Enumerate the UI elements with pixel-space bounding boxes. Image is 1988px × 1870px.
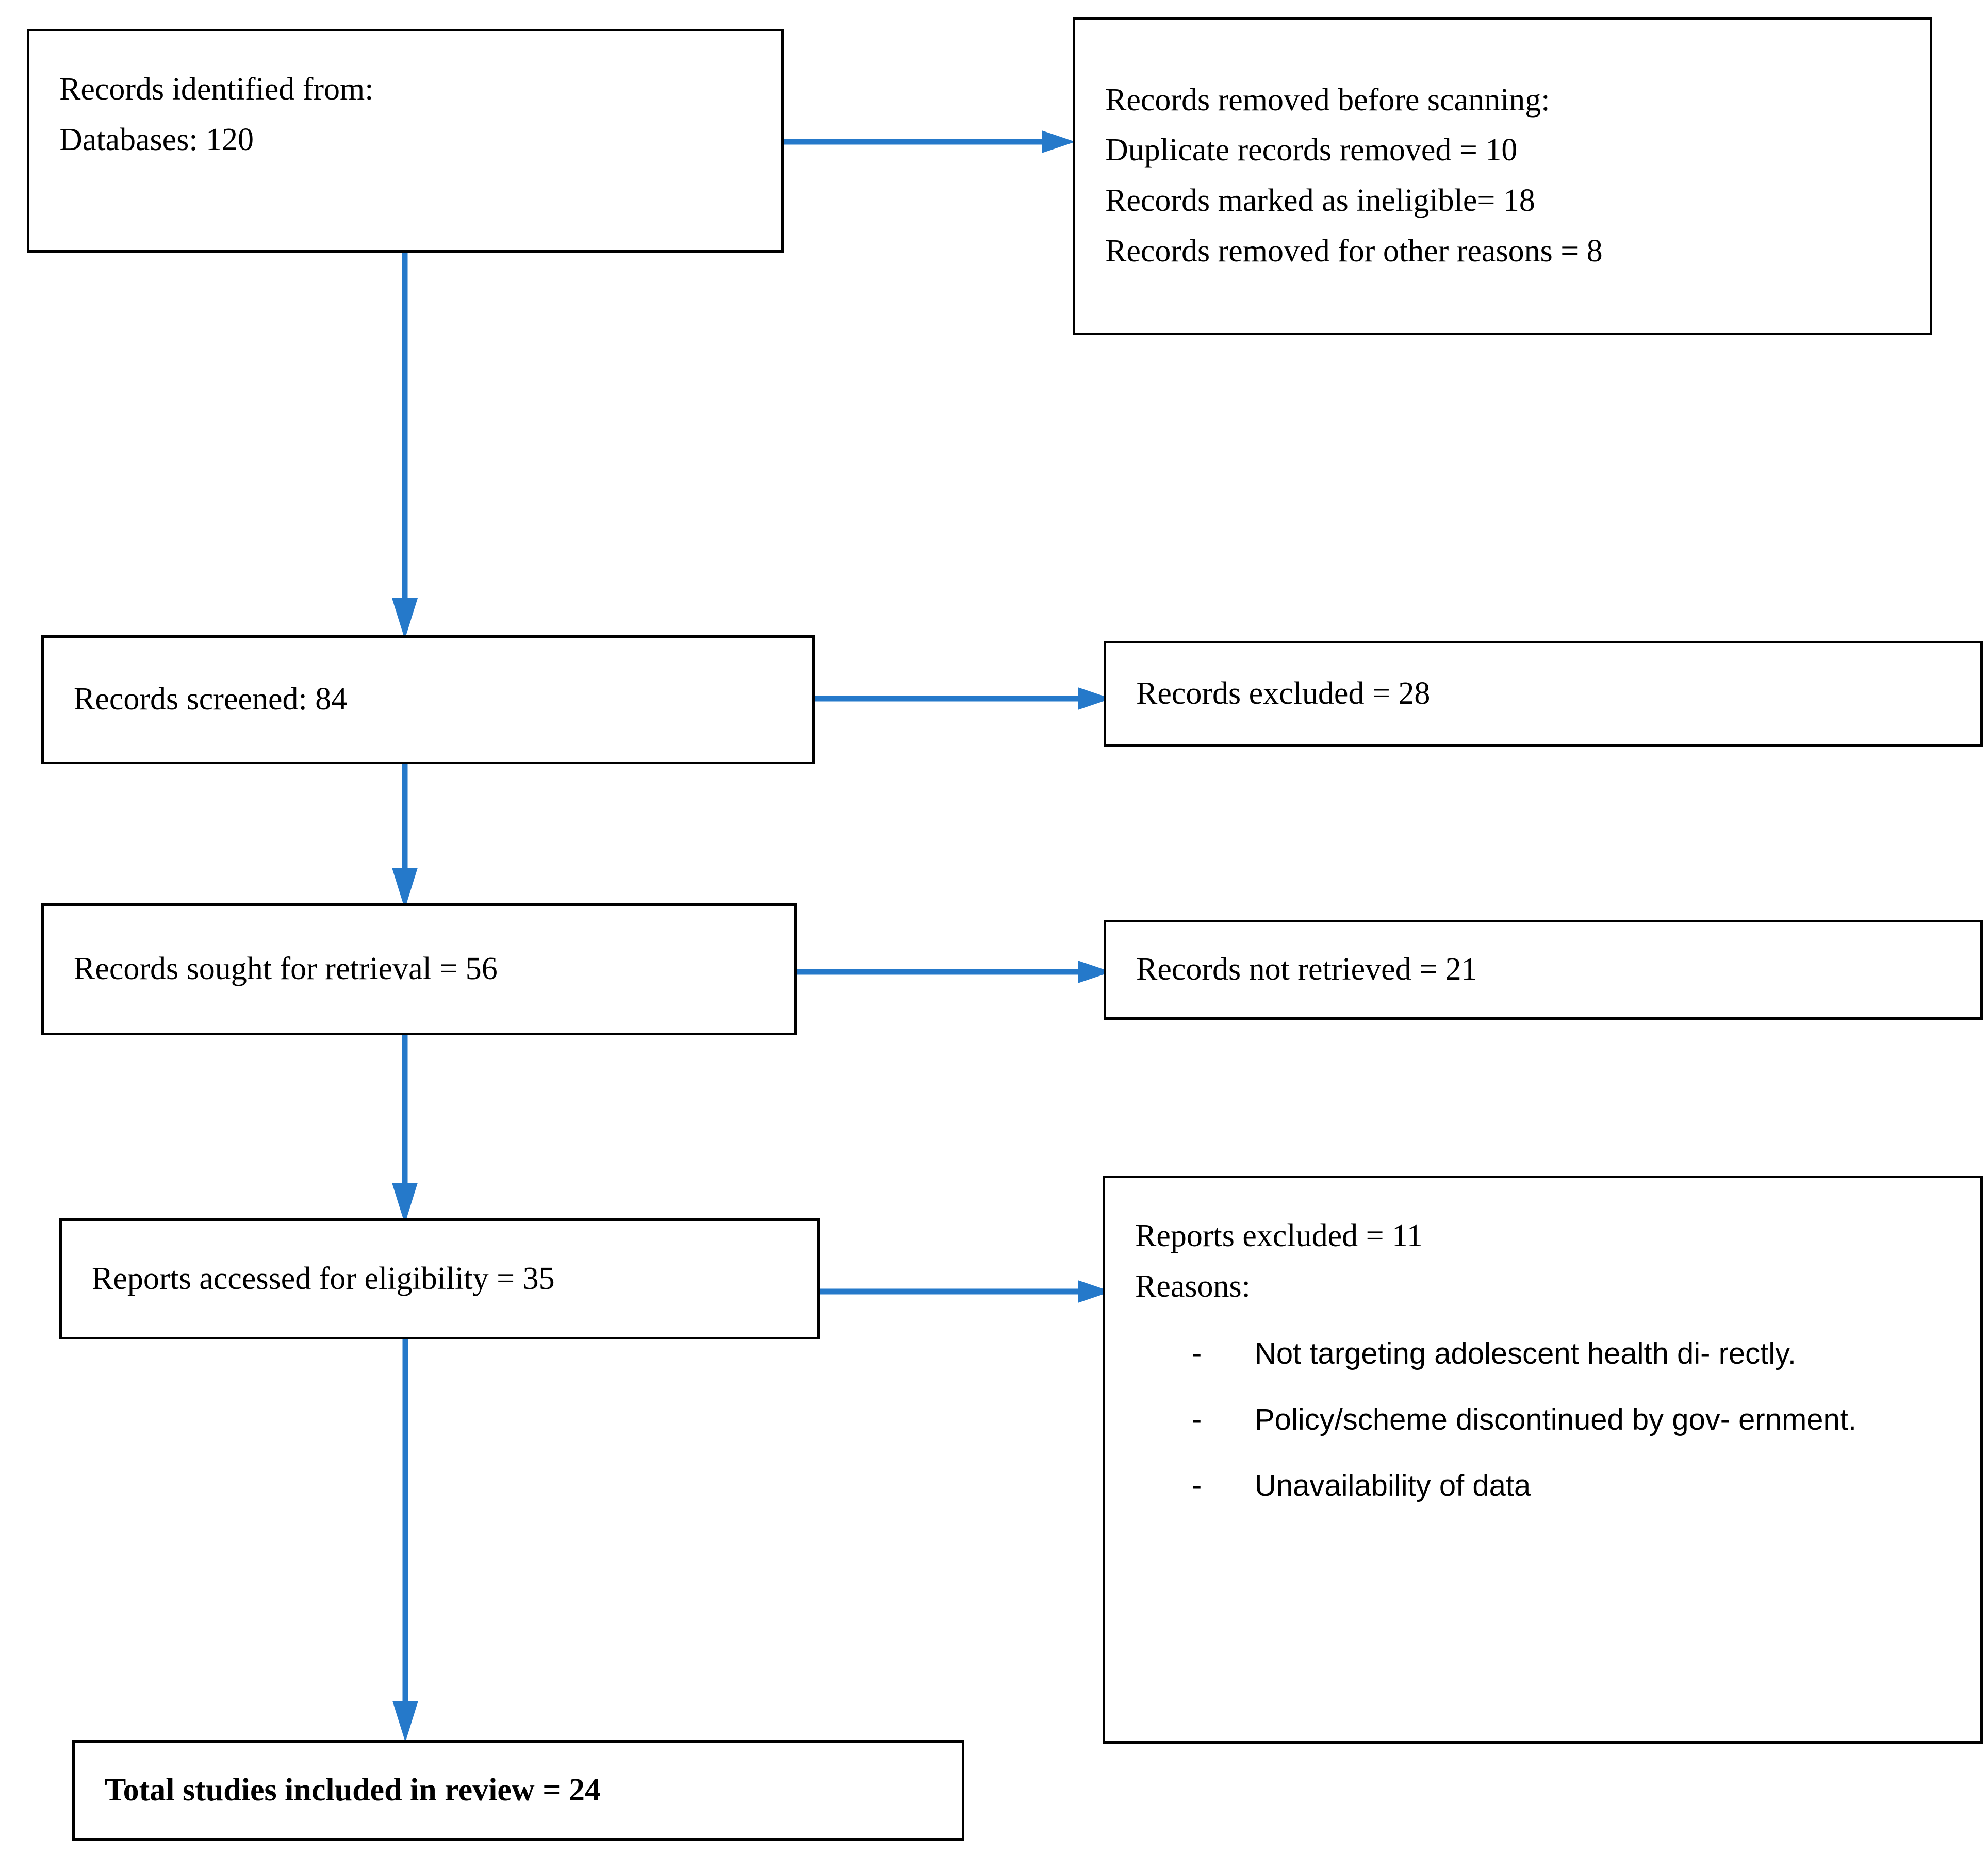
node-total-studies-included: Total studies included in review = 24 xyxy=(72,1740,964,1841)
list-item: - Policy/scheme discontinued by gov- ernm… xyxy=(1135,1396,1950,1444)
node-total-studies-body: Total studies included in review = 24 xyxy=(75,1765,962,1816)
node-records-sought-for-retrieval: Records sought for retrieval = 56 xyxy=(41,903,797,1035)
connector-sought-to-assessed xyxy=(371,1033,438,1227)
node-records-removed-before-screening: Records removed before scanning: Duplica… xyxy=(1073,17,1932,335)
bullet-dash-icon: - xyxy=(1192,1468,1202,1502)
reports-excluded-line-2: Reasons: xyxy=(1135,1268,1251,1304)
reason-text: Policy/scheme discontinued by gov- ernme… xyxy=(1255,1402,1857,1436)
reports-excluded-reason-list: - Not targeting adolescent health di- rec… xyxy=(1135,1330,1950,1510)
records-excluded-line-1: Records excluded = 28 xyxy=(1136,675,1431,711)
node-reports-excluded: Reports excluded = 11 Reasons: - Not targ… xyxy=(1103,1176,1983,1744)
node-reports-accessed-for-eligibility: Reports accessed for eligibility = 35 xyxy=(59,1218,820,1339)
reason-text: Unavailability of data xyxy=(1255,1468,1531,1502)
records-sought-line-1: Records sought for retrieval = 56 xyxy=(74,951,498,987)
node-reports-accessed-body: Reports accessed for eligibility = 35 xyxy=(62,1254,817,1304)
node-records-excluded-body: Records excluded = 28 xyxy=(1106,669,1980,719)
connector-identified-to-screened xyxy=(371,250,438,642)
connector-sought-to-not-retrieved xyxy=(794,956,1116,987)
node-records-identified: Records identified from: Databases: 120 xyxy=(27,29,784,253)
node-records-removed-body: Records removed before scanning: Duplica… xyxy=(1075,75,1930,277)
total-studies-line-1: Total studies included in review = 24 xyxy=(105,1772,601,1808)
node-reports-excluded-body: Reports excluded = 11 Reasons: - Not targ… xyxy=(1105,1178,1980,1510)
list-item: - Not targeting adolescent health di- rec… xyxy=(1135,1330,1950,1378)
records-removed-line-2: Duplicate records removed = 10 xyxy=(1105,133,1518,168)
node-records-not-retrieved: Records not retrieved = 21 xyxy=(1104,920,1983,1020)
node-records-screened: Records screened: 84 xyxy=(41,635,815,764)
records-identified-line-2: Databases: 120 xyxy=(59,122,254,157)
node-records-not-retrieved-body: Records not retrieved = 21 xyxy=(1106,945,1980,995)
connector-screened-to-sought xyxy=(371,762,438,912)
connector-screened-to-excluded xyxy=(812,683,1116,714)
reports-excluded-line-1: Reports excluded = 11 xyxy=(1135,1218,1423,1253)
bullet-dash-icon: - xyxy=(1192,1402,1202,1436)
node-records-screened-body: Records screened: 84 xyxy=(44,674,812,725)
records-screened-line-1: Records screened: 84 xyxy=(74,682,348,717)
bullet-dash-icon: - xyxy=(1192,1336,1202,1370)
connector-assessed-to-included xyxy=(381,1337,448,1747)
reports-accessed-line-1: Reports accessed for eligibility = 35 xyxy=(92,1261,555,1296)
records-identified-line-1: Records identified from: xyxy=(59,72,374,107)
node-records-sought-body: Records sought for retrieval = 56 xyxy=(44,944,794,995)
records-removed-line-1: Records removed before scanning: xyxy=(1105,82,1550,118)
connector-identified-to-removed xyxy=(781,126,1080,157)
connector-assessed-to-reports-excluded xyxy=(817,1276,1116,1307)
node-records-identified-body: Records identified from: Databases: 120 xyxy=(29,31,781,166)
records-not-retrieved-line-1: Records not retrieved = 21 xyxy=(1136,952,1477,987)
node-records-excluded: Records excluded = 28 xyxy=(1104,641,1983,747)
records-removed-line-4: Records removed for other reasons = 8 xyxy=(1105,234,1603,269)
records-removed-line-3: Records marked as ineligible= 18 xyxy=(1105,183,1535,219)
list-item: - Unavailability of data xyxy=(1135,1462,1950,1510)
reason-text: Not targeting adolescent health di- rect… xyxy=(1255,1336,1796,1370)
